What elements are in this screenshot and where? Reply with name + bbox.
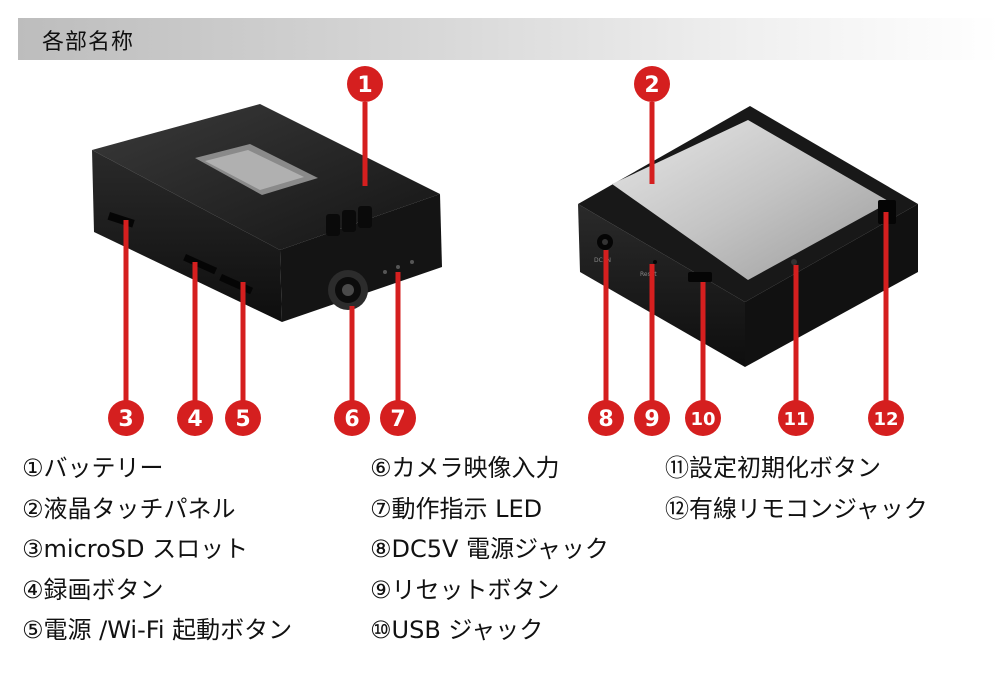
callout-2: 2 bbox=[634, 66, 670, 102]
part-label: ⑧DC5V 電源ジャック bbox=[370, 535, 609, 563]
svg-text:2: 2 bbox=[644, 73, 659, 98]
part-label: ⑩USB ジャック bbox=[370, 616, 544, 644]
callout-11: 11 bbox=[778, 400, 814, 436]
callout-4: 4 bbox=[177, 400, 213, 436]
parts-list-column-1: ①バッテリー ②液晶タッチパネル ③microSD スロット ④録画ボタン ⑤電… bbox=[22, 448, 292, 651]
svg-text:1: 1 bbox=[357, 73, 372, 98]
svg-text:5: 5 bbox=[235, 407, 250, 432]
callout-10: 10 bbox=[685, 400, 721, 436]
svg-text:3: 3 bbox=[118, 407, 133, 432]
callout-8: 8 bbox=[588, 400, 624, 436]
part-label: ⑤電源 /Wi-Fi 起動ボタン bbox=[22, 616, 293, 644]
part-label: ①バッテリー bbox=[22, 454, 164, 482]
part-label: ⑦動作指示 LED bbox=[370, 494, 543, 523]
callout-12: 12 bbox=[868, 400, 904, 436]
callout-6: 6 bbox=[334, 400, 370, 436]
svg-text:12: 12 bbox=[873, 409, 898, 430]
part-label: ⑫有線リモコンジャック bbox=[665, 494, 928, 523]
part-label: ②液晶タッチパネル bbox=[22, 494, 236, 523]
parts-list-column-3: ⑪設定初期化ボタン ⑫有線リモコンジャック bbox=[665, 448, 928, 529]
section-header: 各部名称 bbox=[18, 18, 1000, 60]
svg-text:4: 4 bbox=[187, 407, 202, 432]
reset-text: Reset bbox=[640, 271, 657, 278]
part-label: ⑥カメラ映像入力 bbox=[370, 454, 560, 482]
svg-text:9: 9 bbox=[644, 407, 659, 432]
svg-text:11: 11 bbox=[783, 409, 808, 430]
svg-text:6: 6 bbox=[344, 407, 359, 432]
svg-text:10: 10 bbox=[690, 409, 715, 430]
part-label: ④録画ボタン bbox=[22, 575, 164, 604]
part-label: ⑪設定初期化ボタン bbox=[665, 454, 881, 482]
dcin-text: DC IN bbox=[594, 257, 611, 264]
svg-text:7: 7 bbox=[390, 407, 405, 432]
device-left bbox=[92, 104, 442, 322]
part-label: ③microSD スロット bbox=[22, 535, 249, 563]
product-photo: Reset DC IN 1 2 3 4 5 6 7 8 9 10 11 12 bbox=[92, 66, 918, 436]
section-title: 各部名称 bbox=[42, 30, 135, 55]
leader-lines bbox=[123, 102, 889, 404]
device-right: Reset DC IN bbox=[578, 106, 918, 367]
parts-list-column-2: ⑥カメラ映像入力 ⑦動作指示 LED ⑧DC5V 電源ジャック ⑨リセットボタン… bbox=[370, 448, 609, 651]
part-label: ⑨リセットボタン bbox=[370, 575, 560, 604]
callout-7: 7 bbox=[380, 400, 416, 436]
callout-9: 9 bbox=[634, 400, 670, 436]
callout-markers: 1 2 3 4 5 6 7 8 9 10 11 12 bbox=[108, 66, 904, 436]
callout-3: 3 bbox=[108, 400, 144, 436]
callout-5: 5 bbox=[225, 400, 261, 436]
svg-text:8: 8 bbox=[598, 407, 613, 432]
callout-1: 1 bbox=[347, 66, 383, 102]
